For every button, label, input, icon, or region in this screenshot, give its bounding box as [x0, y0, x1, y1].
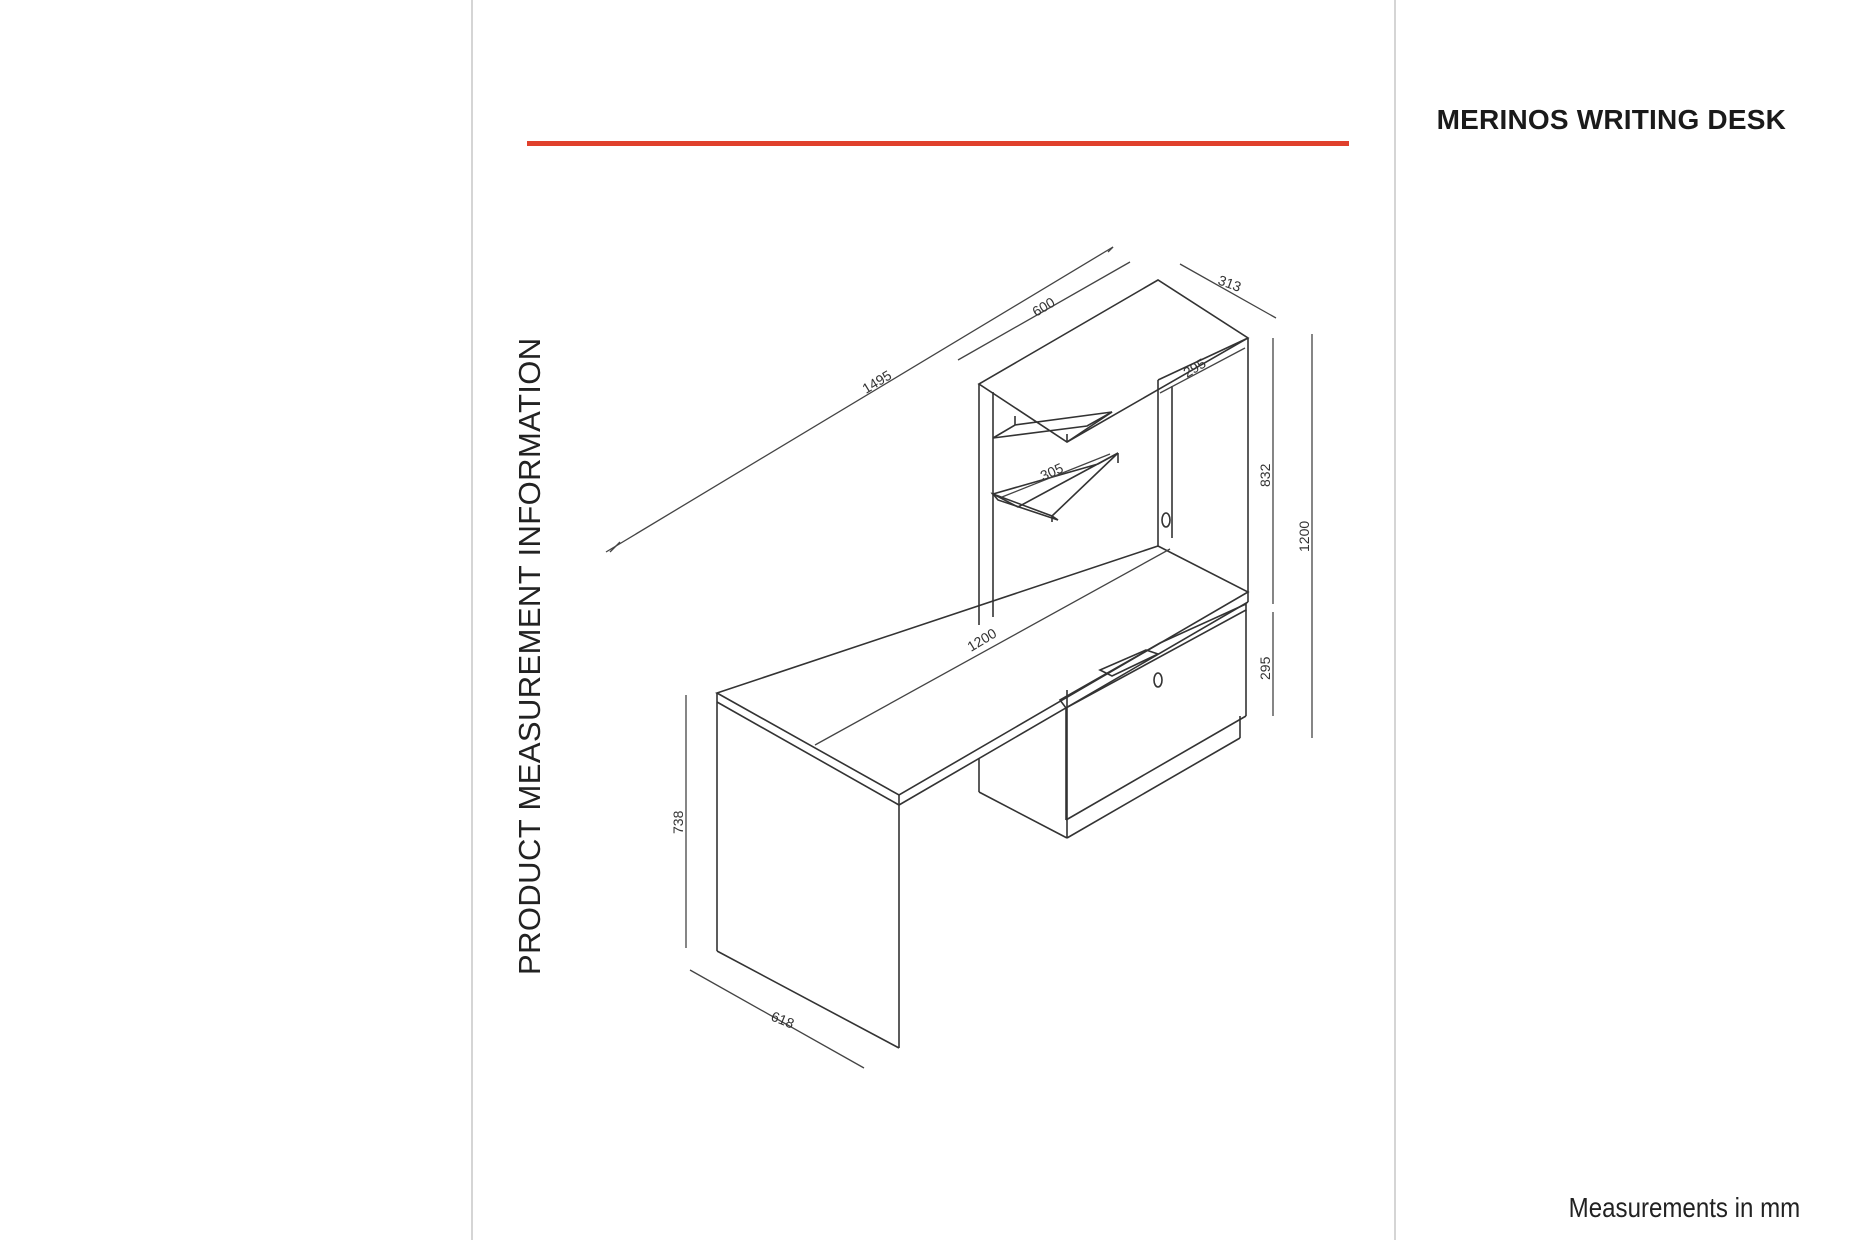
dim-desk-height: 738: [670, 810, 686, 834]
dim-shelf-width: 305: [1038, 460, 1066, 484]
drawer-cabinet: [978, 602, 1247, 839]
desk-top: [715, 545, 1250, 806]
dim-shelf-depth: 313: [1216, 272, 1244, 295]
dim-drawer-height: 295: [1257, 656, 1273, 680]
product-sheet: [471, 0, 1396, 1240]
title-underline: [527, 141, 1349, 146]
shelf-tower: [977, 279, 1250, 625]
dim-desk-length: 1200: [964, 625, 999, 655]
dim-total-length: 1495: [859, 367, 894, 397]
product-title: MERINOS WRITING DESK: [1436, 104, 1786, 135]
dim-shelf-unit-width: 600: [1029, 294, 1057, 320]
footer-note: Measurements in mm: [1568, 1192, 1800, 1223]
left-leg: [716, 702, 900, 1049]
dimension-lines: [605, 246, 1313, 1069]
dim-upper-height: 832: [1257, 463, 1273, 487]
dim-total-height: 1200: [1296, 521, 1312, 552]
